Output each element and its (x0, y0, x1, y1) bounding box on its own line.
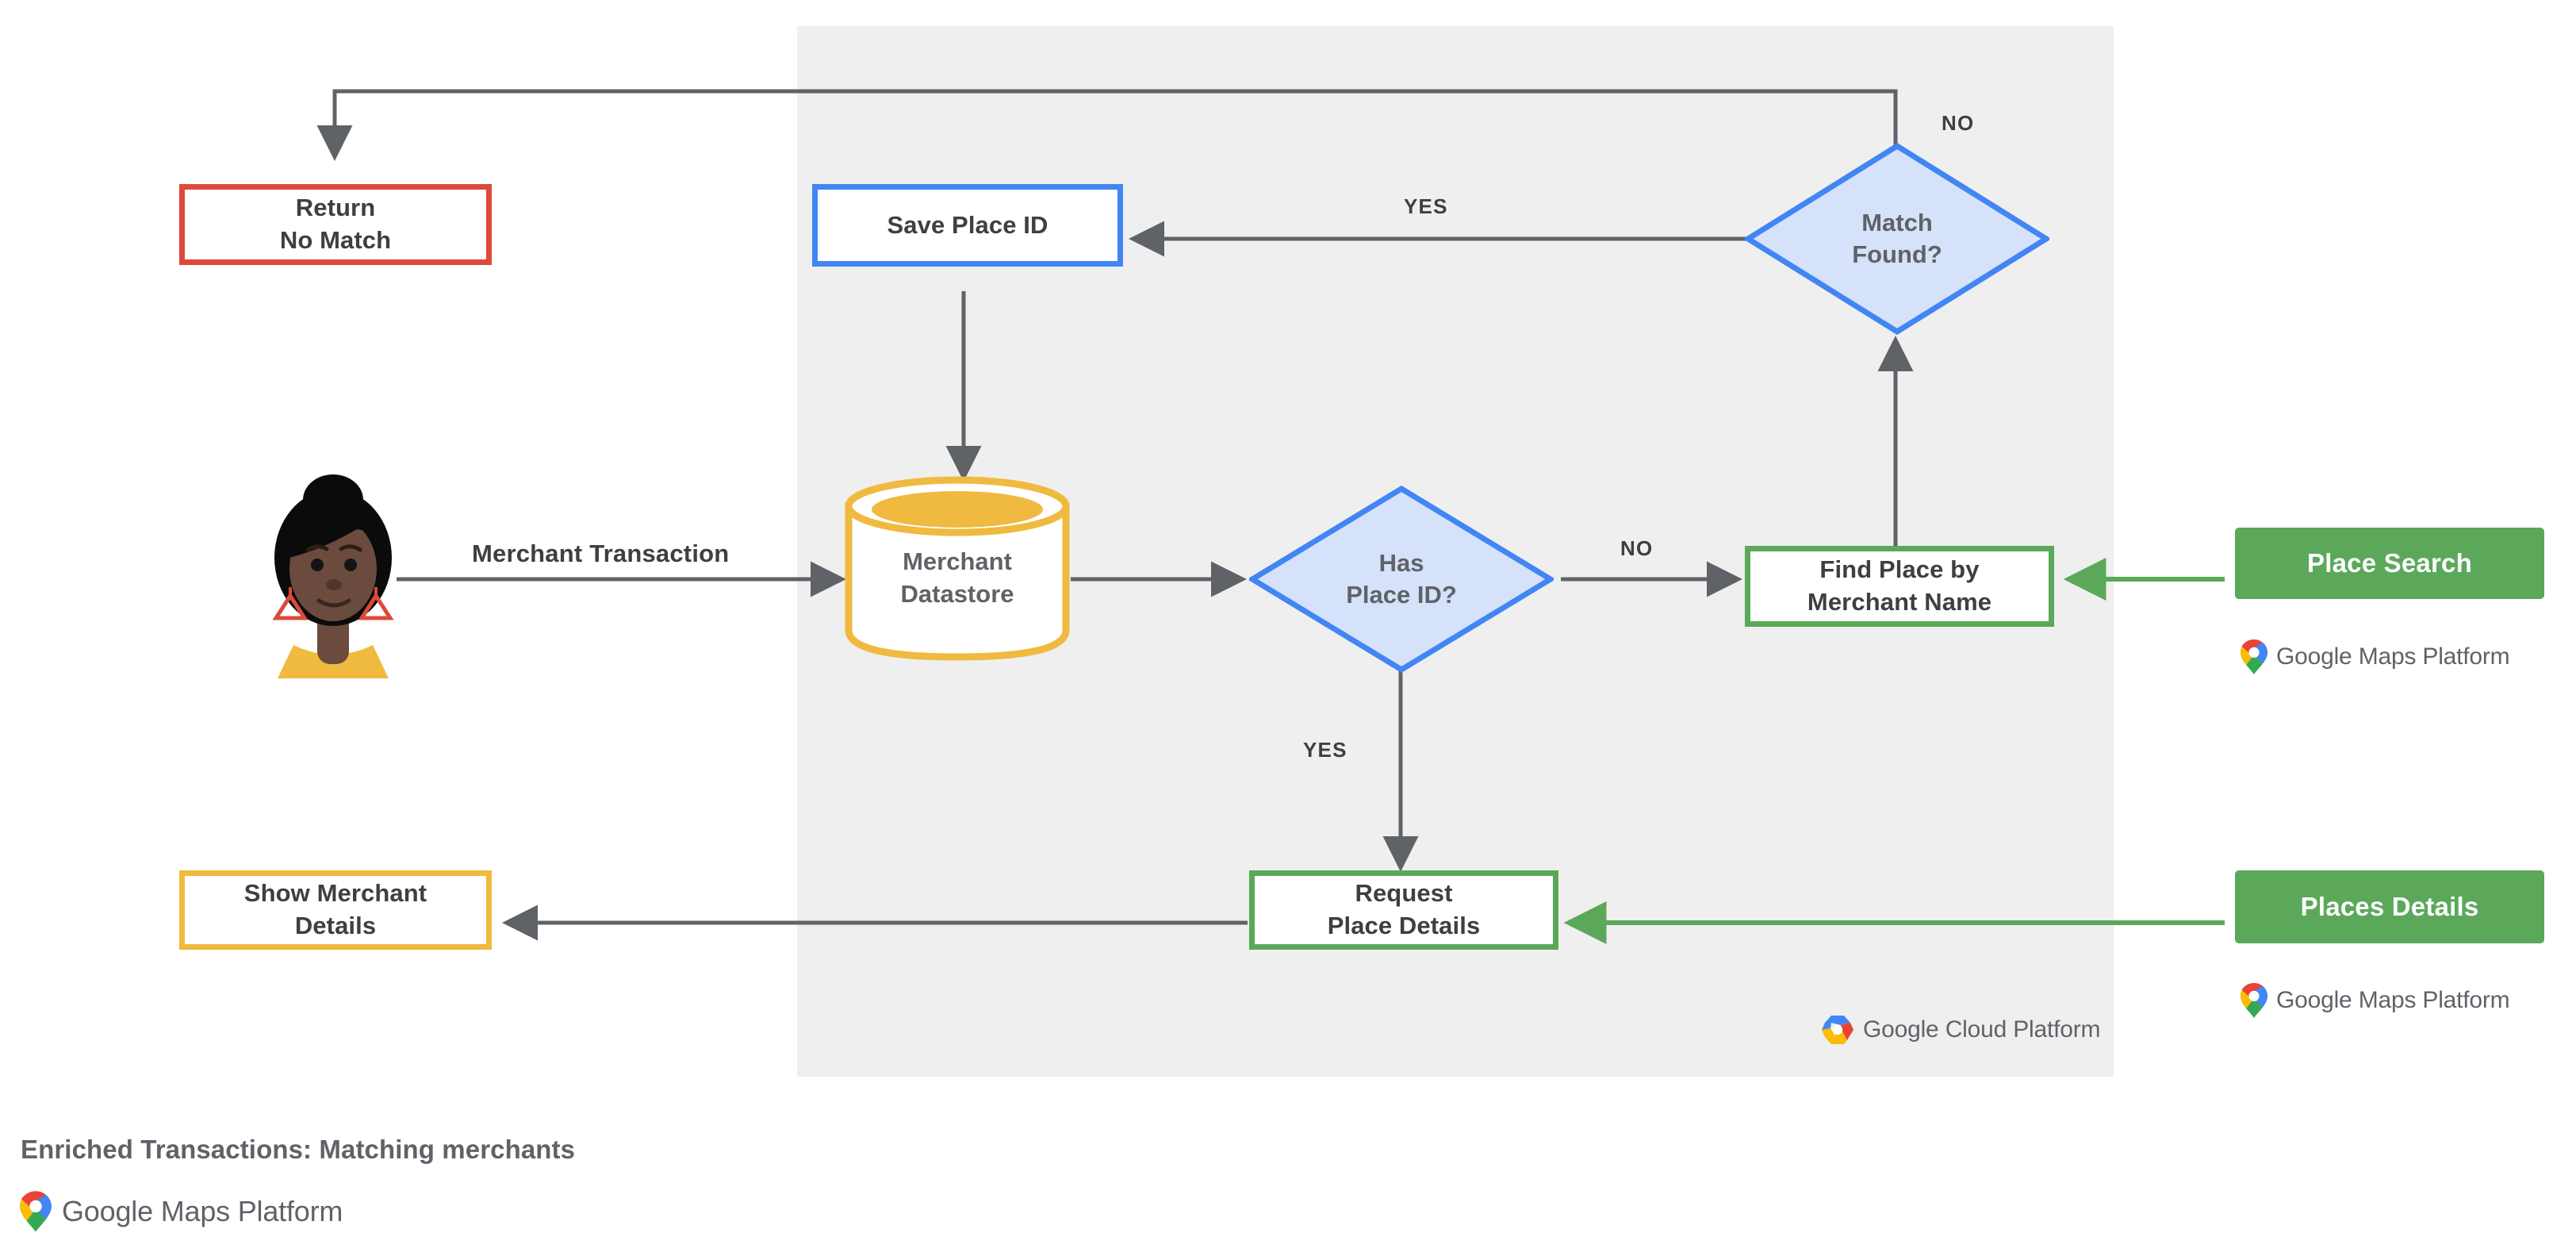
edge-label-match-found-yes: YES (1404, 194, 1448, 218)
node-merchant-datastore[interactable]: Merchant Datastore (842, 473, 1072, 663)
edge-label-has-place-id-no: NO (1620, 536, 1654, 560)
edge-label-merchant-transaction: Merchant Transaction (472, 540, 730, 567)
google-maps-pin-icon (2241, 639, 2267, 674)
api-badge-places-details[interactable]: Places Details (2235, 870, 2544, 943)
maps-platform-wordmark-suffix: Maps Platform (2358, 643, 2510, 670)
node-save-place-id[interactable]: Save Place ID (812, 184, 1123, 267)
node-find-place-label: Find Place by Merchant Name (1807, 554, 1991, 619)
edge-label-has-place-id-yes: YES (1303, 738, 1347, 762)
node-request-place-details[interactable]: Request Place Details (1249, 870, 1558, 950)
google-cloud-platform-wordmark: Google Cloud Platform (1863, 1016, 2101, 1043)
person-avatar (262, 464, 404, 678)
node-request-place-details-line1: Request (1355, 879, 1453, 908)
node-show-merchant-details[interactable]: Show Merchant Details (179, 870, 492, 950)
maps-platform-wordmark: Google Maps Platform (2276, 987, 2510, 1014)
maps-platform-wordmark-suffix: Maps Platform (2358, 987, 2510, 1013)
api-badge-place-search-label: Place Search (2307, 548, 2472, 578)
node-show-merchant-details-line2: Details (294, 912, 377, 939)
node-find-place-line2: Merchant Name (1807, 588, 1992, 616)
node-request-place-details-line2: Place Details (1327, 912, 1481, 939)
maps-platform-wordmark-suffix: Maps Platform (160, 1195, 343, 1227)
google-cloud-platform-lockup: Google Cloud Platform (1820, 1012, 2101, 1048)
node-request-place-details-label: Request Place Details (1328, 878, 1481, 943)
node-find-place-line1: Find Place by (1819, 555, 1980, 584)
node-show-merchant-details-line1: Show Merchant (243, 879, 427, 908)
maps-platform-wordmark: Google Maps Platform (2276, 643, 2510, 670)
node-show-merchant-details-label: Show Merchant Details (244, 878, 427, 943)
api-badge-places-details-label: Places Details (2300, 892, 2479, 921)
gcp-wordmark-prefix: Google (1863, 1016, 1939, 1043)
edge-label-match-found-no: NO (1942, 111, 1975, 135)
maps-platform-wordmark-prefix: Google (62, 1195, 153, 1227)
maps-platform-lockup-footer: Google Maps Platform (19, 1190, 343, 1233)
maps-platform-wordmark-prefix: Google (2276, 643, 2352, 670)
node-return-no-match-line1: Return (295, 194, 376, 222)
diagram-caption: Enriched Transactions: Matching merchant… (21, 1135, 576, 1164)
maps-platform-lockup-places-details: Google Maps Platform (2240, 982, 2510, 1019)
gcp-wordmark-suffix: Cloud Platform (1945, 1016, 2101, 1043)
node-return-no-match-line2: No Match (279, 226, 392, 254)
google-cloud-platform-hexagon-icon (1822, 1016, 1853, 1044)
google-maps-pin-icon (2241, 983, 2267, 1018)
node-return-no-match[interactable]: Return No Match (179, 184, 492, 265)
node-has-place-id-decision[interactable]: Has Place ID? (1249, 486, 1554, 673)
maps-platform-wordmark-prefix: Google (2276, 987, 2352, 1013)
maps-platform-lockup-place-search: Google Maps Platform (2240, 639, 2510, 675)
api-badge-place-search[interactable]: Place Search (2235, 528, 2544, 599)
google-maps-pin-icon (20, 1191, 52, 1232)
node-match-found-decision[interactable]: Match Found? (1745, 143, 2049, 335)
node-save-place-id-label: Save Place ID (887, 210, 1048, 239)
node-return-no-match-label: Return No Match (280, 192, 391, 257)
node-find-place-by-merchant-name[interactable]: Find Place by Merchant Name (1745, 546, 2054, 627)
maps-platform-wordmark: Google Maps Platform (62, 1195, 343, 1228)
